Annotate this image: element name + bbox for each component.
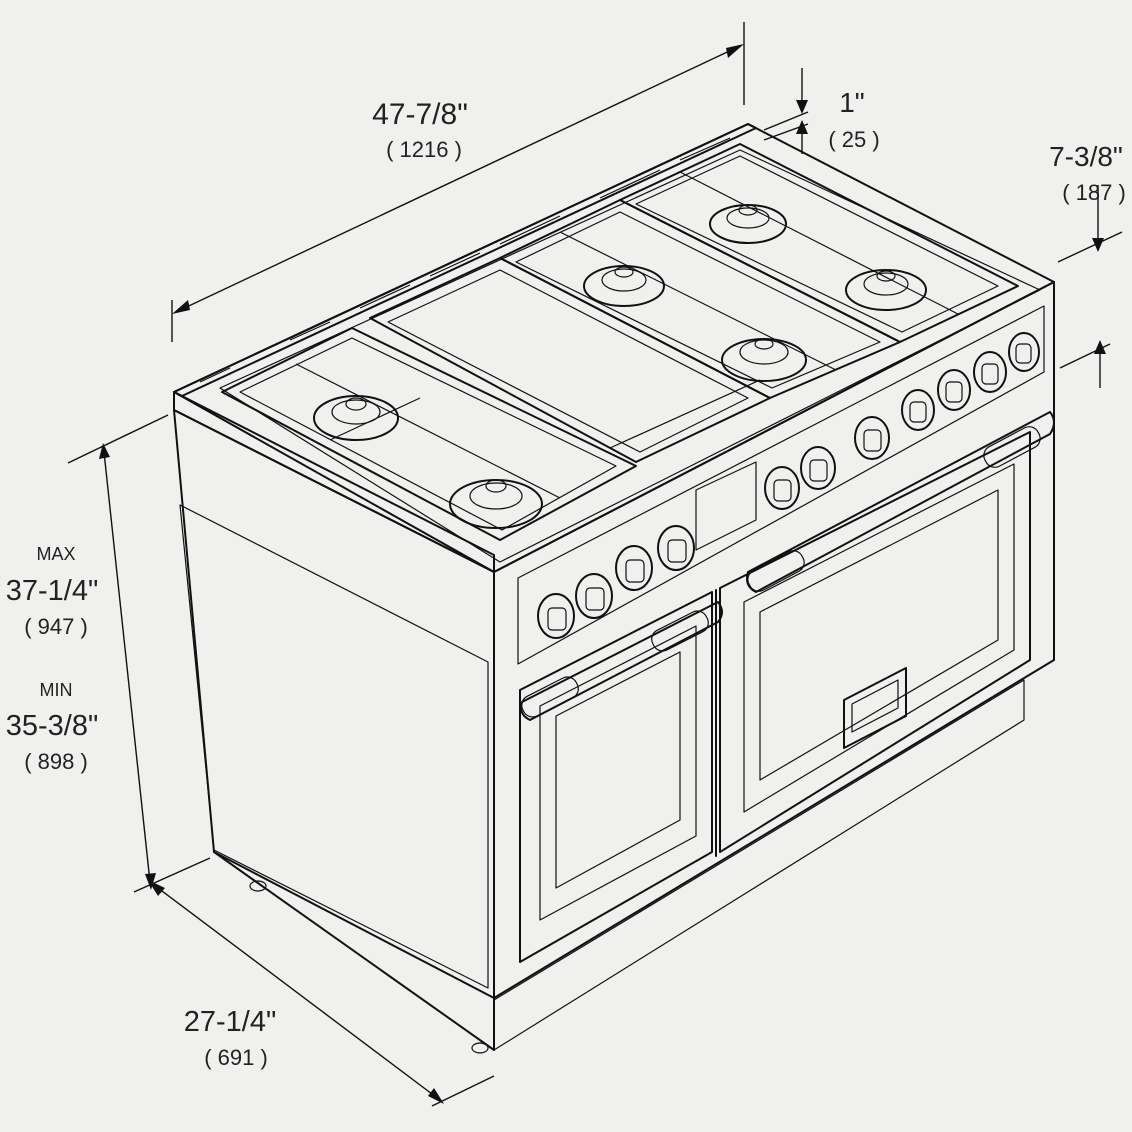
knob-5: [764, 466, 800, 510]
width-metric: ( 1216 ): [386, 137, 462, 162]
knob-2: [575, 573, 613, 619]
oven-door-right: [719, 411, 1055, 853]
top-offset-dimension-line: [763, 68, 809, 154]
width-imperial: 47-7/8": [372, 98, 468, 131]
burner-grate-front-left: [221, 327, 637, 541]
burner-center-2: [721, 338, 807, 382]
knob-1: [537, 593, 575, 639]
depth-imperial: 27-1/4": [184, 1006, 277, 1038]
height-min-label: MIN: [40, 680, 73, 700]
knob-11: [1008, 332, 1040, 372]
depth-dimension-line: [148, 880, 495, 1107]
logo-badge: [695, 461, 757, 551]
knob-9: [937, 369, 971, 411]
burner-front-left-1: [313, 395, 399, 441]
burner-right-2: [845, 269, 927, 311]
knob-3: [615, 545, 653, 591]
height-min-metric: ( 898 ): [24, 749, 88, 774]
oven-handle-right: [746, 411, 1055, 593]
height-max-metric: ( 947 ): [24, 614, 88, 639]
backguard-metric: ( 187 ): [1062, 180, 1126, 205]
oven-window-badge: [843, 667, 907, 749]
knob-6: [800, 446, 836, 490]
burner-grate-right: [619, 143, 1019, 343]
burner-right-1: [709, 204, 787, 244]
backguard: [173, 123, 757, 397]
backguard-imperial: 7-3/8": [1049, 141, 1123, 172]
height-dimension-line: [67, 414, 211, 893]
top-offset-metric: ( 25 ): [828, 127, 879, 152]
burner-front-left-2: [449, 479, 543, 529]
knob-4: [657, 525, 695, 571]
knob-8: [901, 389, 935, 431]
height-max-imperial: 37-1/4": [6, 575, 99, 607]
depth-metric: ( 691 ): [204, 1045, 268, 1070]
control-panel: [517, 305, 1045, 665]
knob-7: [854, 416, 890, 460]
top-offset-imperial: 1": [839, 87, 865, 118]
width-dimension-line: [171, 22, 745, 342]
backguard-dimension-line: [1057, 185, 1123, 388]
burner-center-1: [583, 265, 665, 307]
height-min-imperial: 35-3/8": [6, 710, 99, 742]
knob-10: [973, 351, 1007, 393]
height-max-label: MAX: [36, 544, 75, 564]
knob-row: [537, 332, 1040, 639]
